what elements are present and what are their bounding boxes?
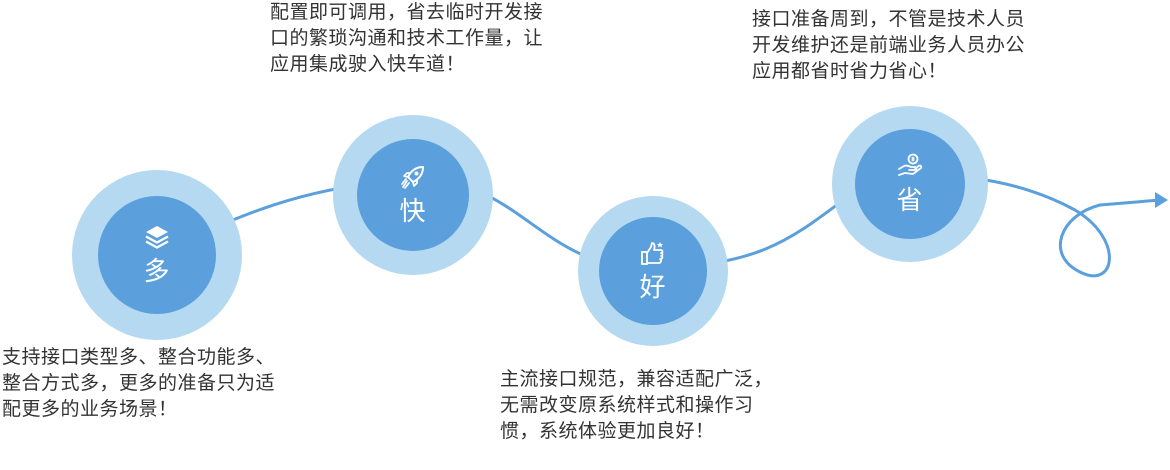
desc-sheng: 接口准备周到，不管是技术人员 开发维护还是前端业务人员办公 应用都省时省力省心！ — [752, 6, 1025, 84]
node-sheng: 省 — [832, 106, 988, 262]
node-hao-inner: 好 — [599, 217, 707, 325]
node-hao: 好 — [578, 196, 728, 346]
layers-icon — [145, 226, 169, 249]
node-hao-label: 好 — [639, 273, 667, 303]
node-kuai-inner: 快 — [357, 139, 469, 251]
rocket-icon — [401, 165, 425, 189]
desc-line: 无需改变原系统样式和操作习 — [500, 394, 754, 416]
node-kuai: 快 — [333, 115, 493, 275]
desc-line: 应用集成驶入快车道！ — [270, 53, 466, 75]
desc-line: 配置即可调用，省去临时开发接 — [270, 1, 544, 23]
node-duo-inner: 多 — [98, 196, 216, 314]
desc-line: 主流接口规范，兼容适配广泛， — [500, 368, 774, 390]
desc-line: 接口准备周到，不管是技术人员 — [752, 8, 1026, 30]
node-sheng-inner: 省 — [855, 129, 965, 239]
desc-kuai: 配置即可调用，省去临时开发接 口的繁琐沟通和技术工作量，让 应用集成驶入快车道！ — [270, 0, 543, 77]
arrow-head-icon — [1155, 192, 1168, 208]
desc-line: 配更多的业务场景！ — [2, 398, 178, 420]
desc-line: 口的繁琐沟通和技术工作量，让 — [270, 27, 544, 49]
desc-duo: 支持接口类型多、整合功能多、 整合方式多，更多的准备只为适 配更多的业务场景！ — [2, 344, 275, 422]
desc-hao: 主流接口规范，兼容适配广泛， 无需改变原系统样式和操作习 惯，系统体验更加良好！ — [500, 366, 773, 444]
node-sheng-label: 省 — [896, 186, 924, 216]
desc-line: 开发维护还是前端业务人员办公 — [752, 34, 1026, 56]
desc-line: 支持接口类型多、整合功能多、 — [2, 346, 276, 368]
node-duo-label: 多 — [143, 257, 171, 287]
desc-line: 整合方式多，更多的准备只为适 — [2, 372, 276, 394]
desc-line: 应用都省时省力省心！ — [752, 60, 948, 82]
coin-hand-icon — [898, 153, 923, 176]
node-kuai-label: 快 — [399, 197, 427, 227]
desc-line: 惯，系统体验更加良好！ — [500, 420, 715, 442]
node-duo: 多 — [72, 170, 242, 340]
thumbs-up-icon — [641, 242, 664, 265]
